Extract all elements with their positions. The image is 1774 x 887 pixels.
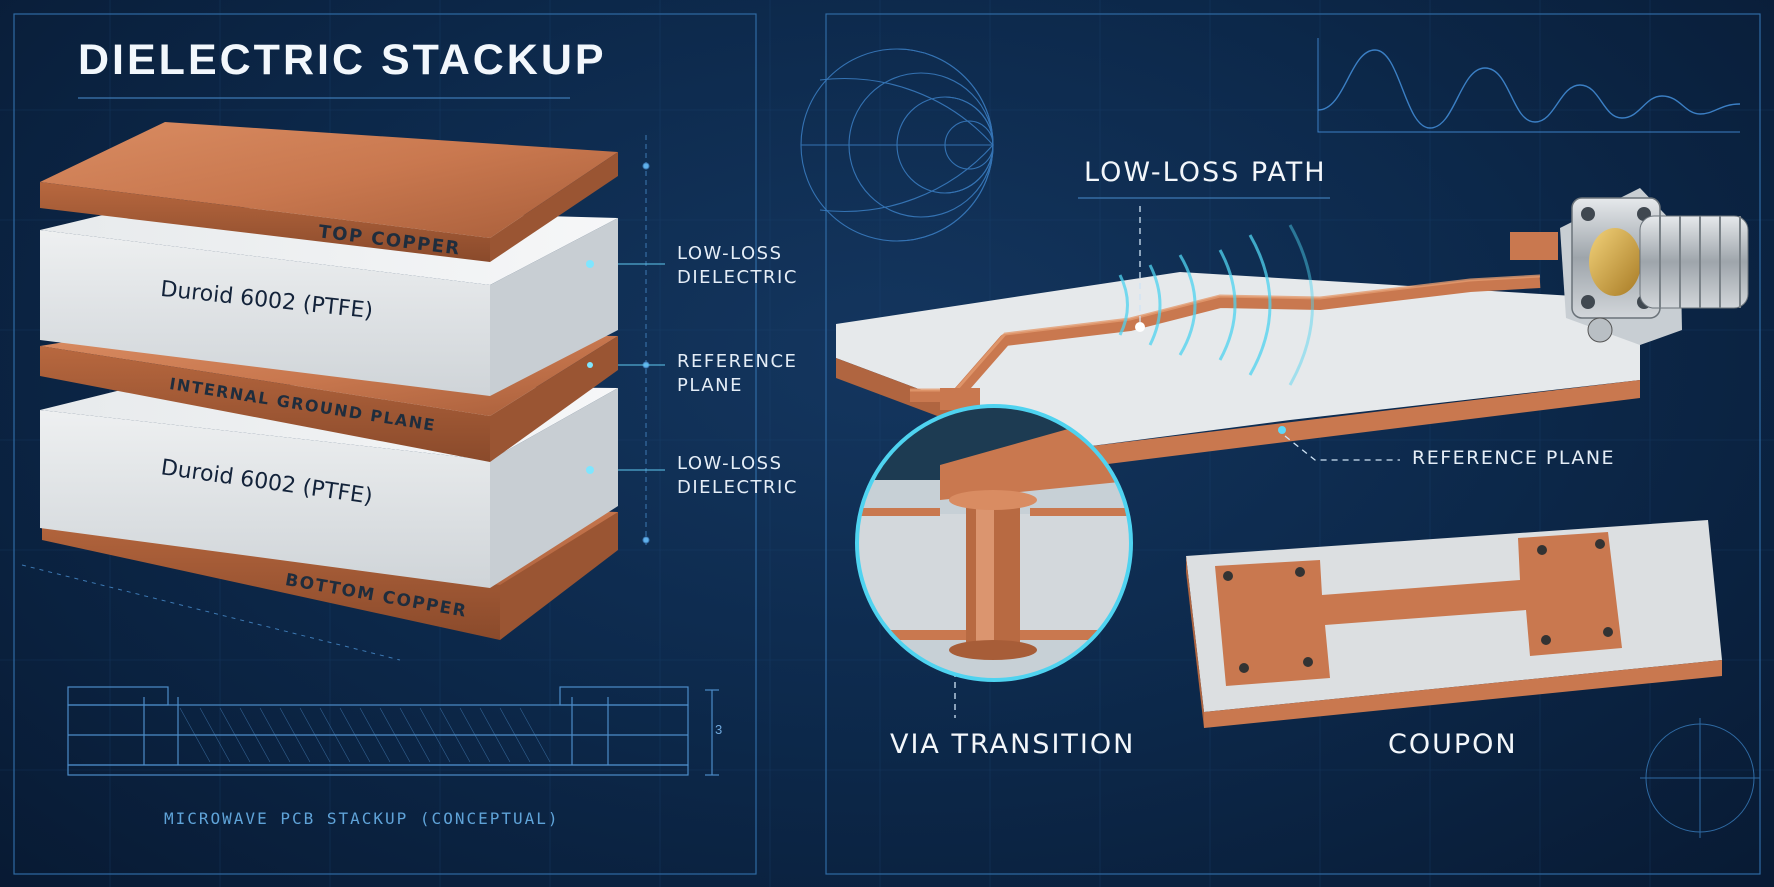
corner-target [1640, 718, 1760, 838]
via-transition-label: VIA TRANSITION [890, 729, 1136, 760]
smith-chart [800, 48, 994, 242]
cross-section-drawing [67, 686, 719, 776]
coupon-board [1186, 520, 1722, 728]
via-transition-detail [855, 404, 1133, 682]
callout-line: DIELECTRIC [677, 267, 798, 288]
callout-line: LOW-LOSS [677, 453, 783, 474]
callout-line: DIELECTRIC [677, 477, 798, 498]
drawing-caption: MICROWAVE PCB STACKUP (CONCEPTUAL) [164, 809, 560, 828]
low-loss-path-label: LOW-LOSS PATH [1084, 157, 1327, 188]
low-loss-dielectric-callout-2: LOW-LOSS DIELECTRIC [677, 452, 798, 500]
reference-plane-label: REFERENCE PLANE [1412, 447, 1616, 469]
panel-frames [13, 13, 1761, 875]
callout-line: LOW-LOSS [677, 243, 783, 264]
page-title: DIELECTRIC STACKUP [78, 36, 607, 84]
waveform-plot [1317, 38, 1741, 133]
reference-plane-callout-1: REFERENCE PLANE [677, 350, 797, 398]
leader-lines [954, 206, 1400, 718]
dimension-value: 3 [715, 722, 723, 737]
stackup-model [40, 122, 618, 640]
low-loss-dielectric-callout-1: LOW-LOSS DIELECTRIC [677, 242, 798, 290]
callout-line: PLANE [677, 375, 743, 396]
coupon-label: COUPON [1388, 729, 1518, 760]
callout-line: REFERENCE [677, 351, 798, 372]
